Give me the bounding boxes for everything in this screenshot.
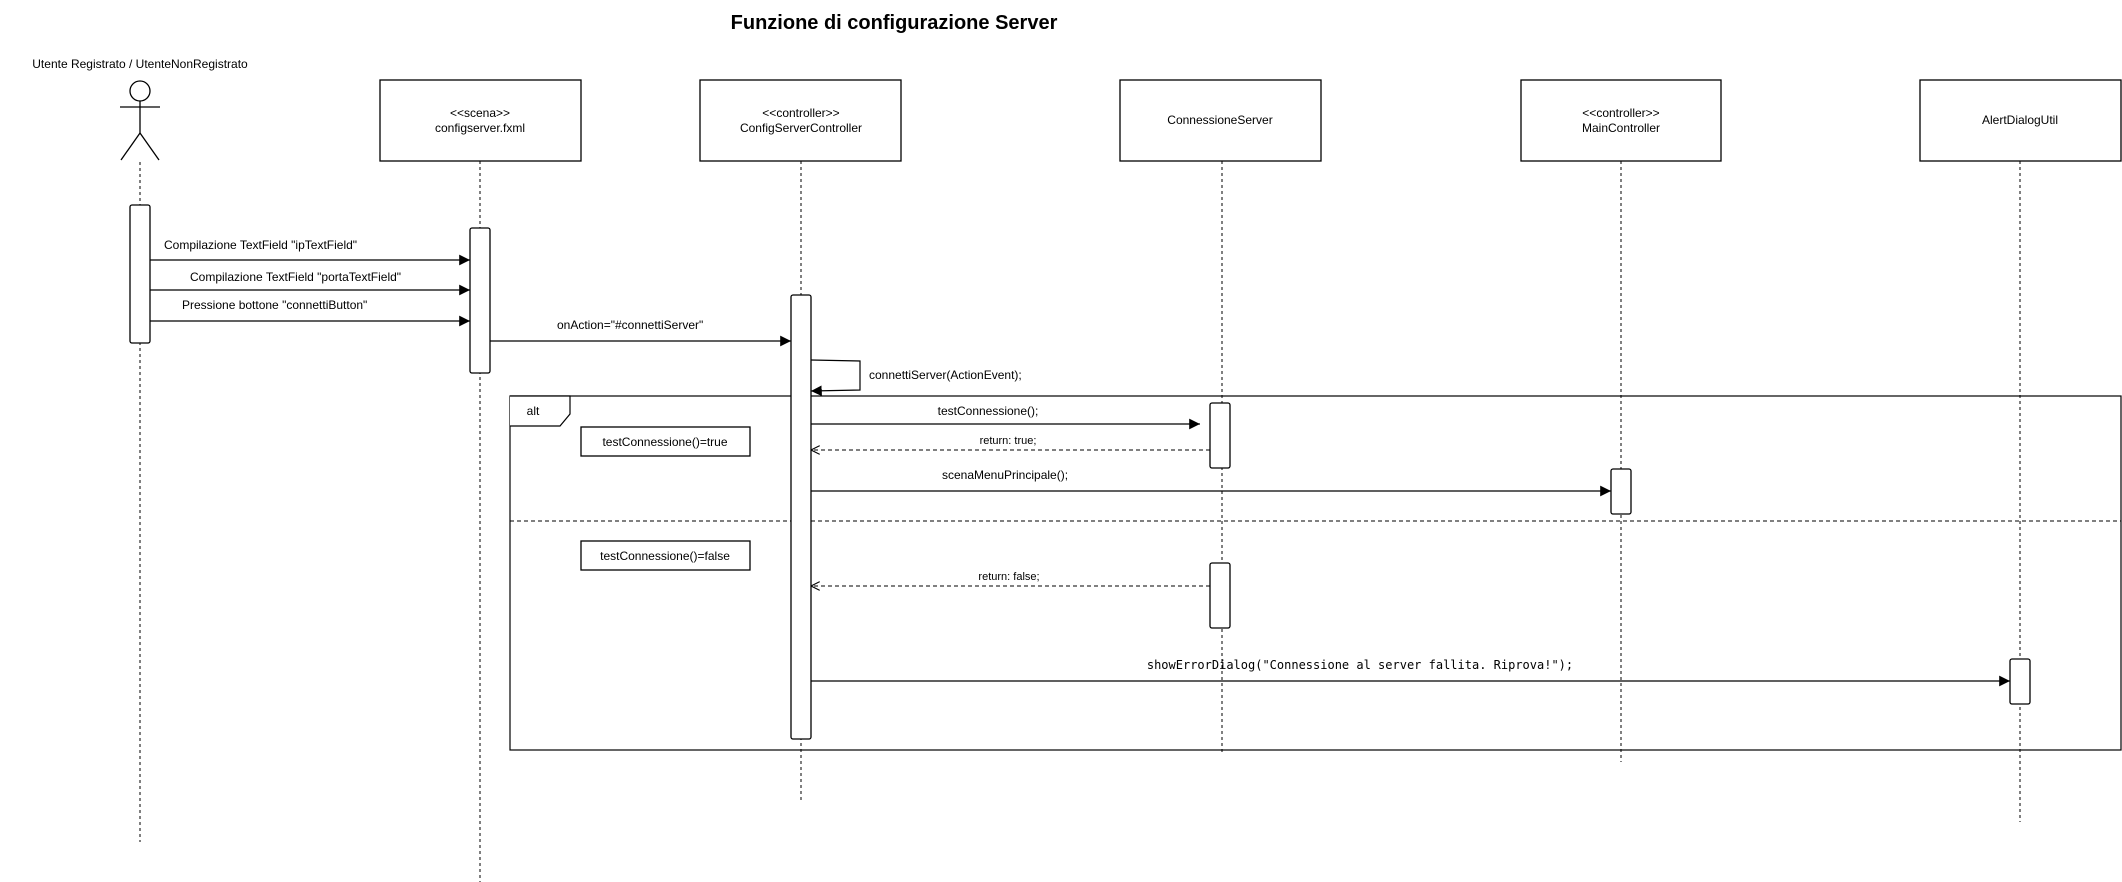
message-onaction: onAction="#connettiServer" (490, 318, 791, 347)
message-label: onAction="#connettiServer" (557, 318, 703, 332)
participant-name: MainController (1582, 121, 1660, 135)
guard-false: testConnessione()=false (580, 540, 751, 571)
participant-connessioneserver: ConnessioneServer (1119, 79, 1322, 162)
guard-true-label: testConnessione()=true (602, 435, 727, 449)
actor-label: Utente Registrato / UtenteNonRegistrato (32, 57, 248, 71)
message-label: return: true; (980, 435, 1037, 447)
participant-configservercontroller: <<controller>> ConfigServerController (699, 79, 902, 162)
participant-configserver: <<scena>> configserver.fxml (379, 79, 582, 162)
return-false: return: false; (811, 571, 1210, 586)
message-label: return: false; (978, 571, 1039, 583)
guard-false-label: testConnessione()=false (600, 549, 730, 563)
activation-connessione-true (1209, 402, 1231, 469)
participant-name: ConnessioneServer (1167, 113, 1272, 127)
activation-actor (129, 204, 151, 344)
participant-name: configserver.fxml (435, 121, 525, 135)
message-scenamenuprincipale: scenaMenuPrincipale(); (811, 468, 1611, 497)
activation-maincontroller (1610, 468, 1632, 515)
message-compilazione-ip: Compilazione TextField "ipTextField" (150, 238, 470, 266)
message-label: showErrorDialog("Connessione al server f… (1147, 658, 1573, 672)
participant-maincontroller: <<controller>> MainController (1520, 79, 1722, 162)
participant-stereotype: <<controller>> (762, 106, 839, 120)
message-label: Compilazione TextField "portaTextField" (190, 270, 401, 284)
participant-stereotype: <<controller>> (1582, 106, 1659, 120)
message-label: connettiServer(ActionEvent); (869, 368, 1022, 382)
alt-frame: alt testConnessione()=true testConnessio… (509, 395, 2122, 751)
activation-configserver (469, 227, 491, 374)
message-self-connettiserver: connettiServer(ActionEvent); (810, 359, 1022, 397)
message-pressione-bottone: Pressione bottone "connettiButton" (150, 298, 470, 327)
message-label: Compilazione TextField "ipTextField" (164, 238, 357, 252)
participant-name: ConfigServerController (740, 121, 862, 135)
return-true: return: true; (811, 435, 1210, 450)
guard-true: testConnessione()=true (580, 426, 751, 457)
actor-stick-figure (120, 80, 160, 161)
message-label: scenaMenuPrincipale(); (942, 468, 1068, 482)
participant-name: AlertDialogUtil (1982, 113, 2058, 127)
participant-stereotype: <<scena>> (450, 106, 510, 120)
alt-keyword: alt (527, 404, 540, 418)
message-compilazione-porta: Compilazione TextField "portaTextField" (150, 270, 470, 296)
activation-controller (790, 294, 812, 740)
message-label: Pressione bottone "connettiButton" (182, 298, 367, 312)
diagram-title: Funzione di configurazione Server (731, 12, 1058, 34)
activation-connessione-false (1209, 562, 1231, 629)
message-showerrordialog: showErrorDialog("Connessione al server f… (811, 658, 2010, 687)
message-testconnessione: testConnessione(); (811, 404, 1200, 430)
message-label: testConnessione(); (938, 404, 1039, 418)
activation-alertdialogutil (2009, 658, 2031, 705)
participant-alertdialogutil: AlertDialogUtil (1919, 79, 2122, 162)
